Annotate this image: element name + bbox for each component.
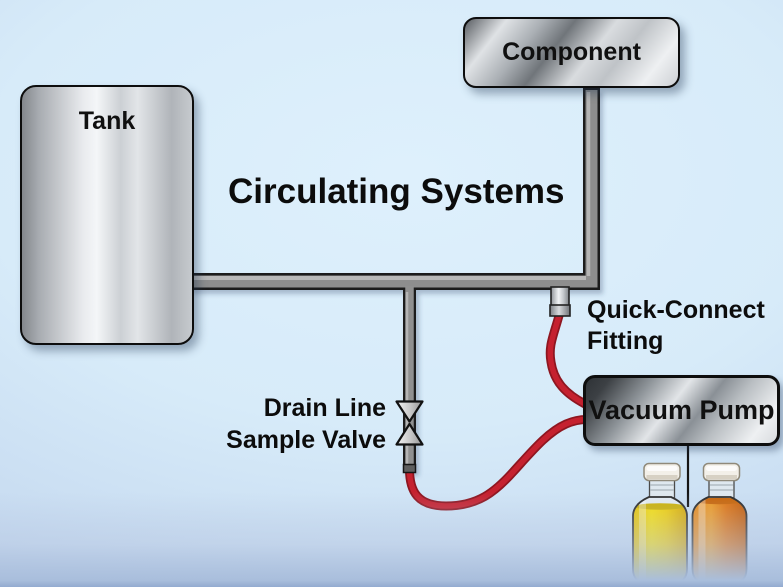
quick-connect-fitting-icon: [549, 286, 571, 317]
drain-valve-label-line2: Sample Valve: [226, 425, 386, 454]
tank-node: Tank: [20, 85, 194, 345]
yellow-sample-bottle-icon: [632, 462, 688, 584]
component-node: Component: [463, 17, 680, 88]
steel-pipes: [190, 88, 600, 472]
quick-connect-label-line2: Fitting: [587, 327, 664, 355]
tank-label: Tank: [78, 107, 136, 135]
drain-to-pump-tube: [405, 415, 592, 511]
vacuum-pump-node: Vacuum Pump: [583, 375, 780, 446]
orange-sample-bottle-icon: [691, 462, 748, 584]
main-pipe: [190, 90, 598, 288]
component-label: Component: [502, 38, 641, 66]
diagram-title: Circulating Systems: [228, 172, 565, 211]
fitting-to-pump-tube-core: [547, 309, 588, 407]
drain-line-sample-valve-label: Drain Line Sample Valve: [160, 393, 386, 456]
drain-to-pump-tube-core: [406, 416, 590, 509]
quick-connect-fitting-label: Quick-Connect Fitting: [587, 295, 765, 357]
drain-valve-label-line1: Drain Line: [263, 394, 386, 422]
quick-connect-label-line1: Quick-Connect: [587, 296, 765, 324]
sample-valve-icon: [395, 400, 424, 446]
drain-pipe-end-cap: [402, 463, 417, 474]
vacuum-pump-label: Vacuum Pump: [588, 395, 775, 425]
red-tubing: [405, 307, 592, 511]
